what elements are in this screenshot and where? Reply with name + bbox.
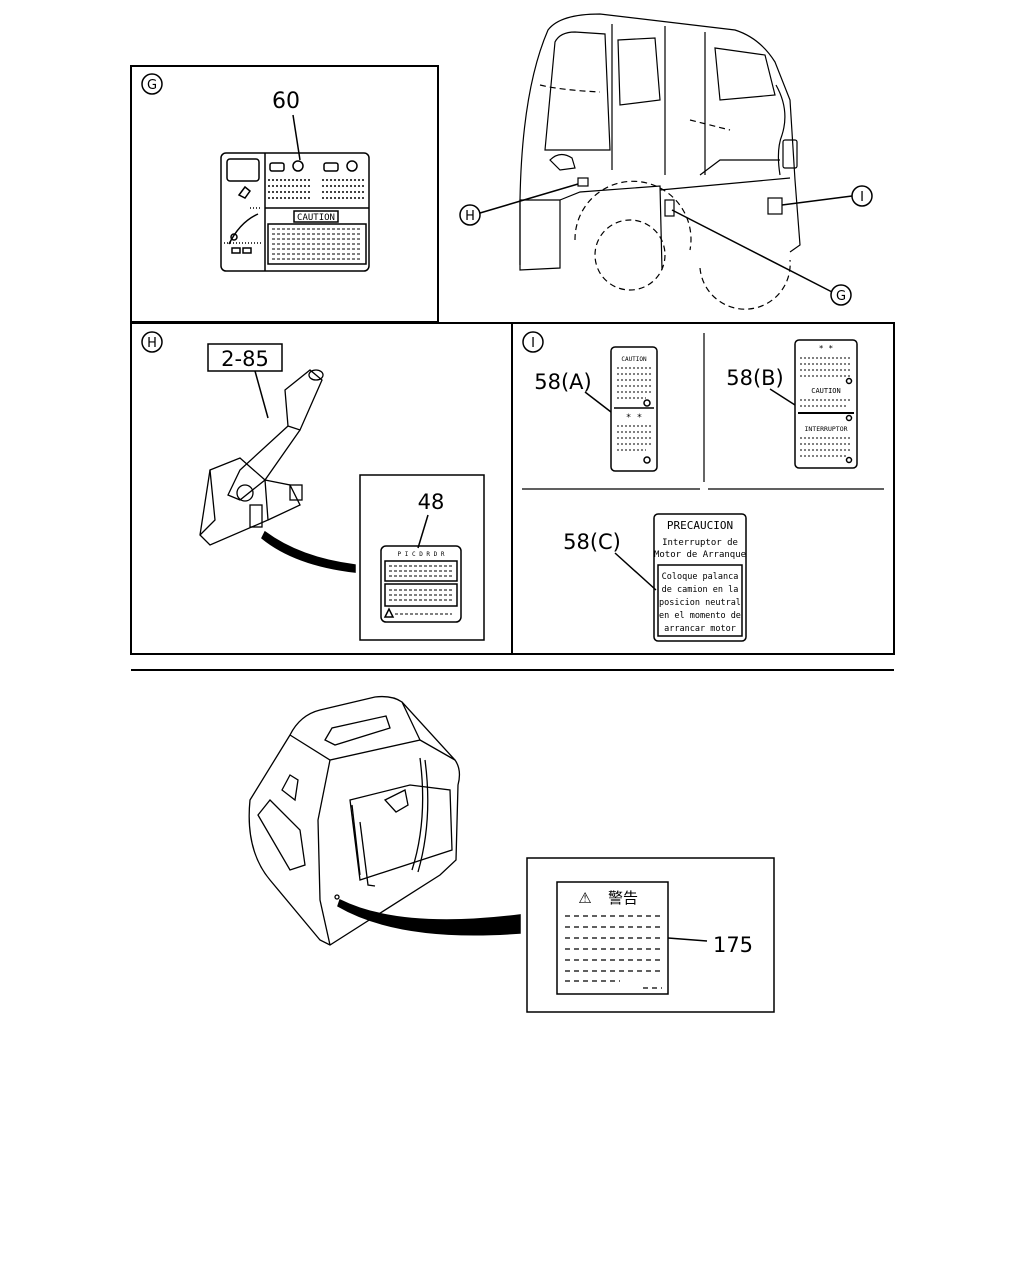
- label-58c-title: PRECAUCION: [667, 519, 733, 532]
- label-58c-body-line: Coloque palanca: [662, 572, 739, 582]
- label-58b-heading2: INTERRUPTOR: [804, 425, 847, 433]
- warning-label-175: ⚠ 警告: [556, 881, 669, 995]
- svg-text:H: H: [147, 336, 157, 351]
- warning-triangle-icon: [383, 607, 395, 618]
- label-48: P I C D R D R: [380, 545, 462, 623]
- pointer-175: [337, 898, 521, 936]
- part-number-48: 48: [418, 490, 445, 514]
- gear-icon: [346, 160, 358, 172]
- part-number-58b: 58(B): [726, 366, 784, 390]
- panel-g-badge: [141, 73, 163, 95]
- label-48-heading: P I C D R D R: [398, 551, 445, 558]
- label-58c-subtitle2: Motor de Arranque: [654, 550, 746, 560]
- panel-h-badge: [141, 331, 163, 353]
- label-58-location: [767, 197, 783, 215]
- label-58c: PRECAUCION Interruptor de Motor de Arran…: [653, 513, 747, 642]
- caution-label-60: CAUTION: [220, 152, 370, 272]
- panel-i-badge: [522, 331, 544, 353]
- label-58c-body-line: de camion en la: [662, 585, 739, 595]
- detail-box-48: [359, 474, 485, 641]
- label-58b-heading: CAUTION: [811, 387, 841, 395]
- svg-text:H: H: [465, 209, 475, 224]
- label-58b-mark: * *: [819, 344, 834, 353]
- ref-box-2-85: [207, 343, 283, 372]
- detail-box-175: [526, 857, 775, 1013]
- callout-g: [830, 284, 852, 306]
- parking-brake-lever: [199, 369, 324, 546]
- gear-icon: [292, 160, 304, 172]
- part-number-175: 175: [713, 933, 753, 957]
- svg-text:G: G: [836, 289, 846, 304]
- label-60-heading: CAUTION: [297, 213, 335, 223]
- svg-text:I: I: [531, 336, 535, 351]
- brake-lever-location: [577, 177, 589, 187]
- panel-i: I 58(A) CAUTION * * 58(B) * *: [511, 322, 895, 655]
- part-number-60: 60: [272, 89, 300, 114]
- callout-i: [851, 185, 873, 207]
- truck-callouts: H I G: [459, 183, 873, 306]
- label-58a-mark: * *: [626, 413, 642, 423]
- panel-g: G 60 CAUTION: [130, 65, 439, 323]
- panel-g-badge-letter: G: [147, 78, 157, 93]
- warning-triangle-icon: ⚠: [578, 889, 591, 907]
- label-58a: CAUTION * *: [610, 346, 658, 472]
- cab-rear-drawing: [248, 695, 461, 946]
- callout-h: [459, 204, 481, 226]
- panel-h: H 2-85 48 P I C D R D R: [130, 322, 513, 655]
- label-58c-body-line: en el momento de: [659, 611, 741, 621]
- label-58b: * * CAUTION INTERRUPTOR: [794, 339, 858, 469]
- label-58a-heading: CAUTION: [621, 356, 647, 363]
- label-58c-subtitle1: Interruptor de: [662, 538, 738, 548]
- label-58c-body-line: posicion neutral: [659, 598, 741, 608]
- truck-cab-drawing: [519, 13, 801, 310]
- part-number-58c: 58(C): [563, 530, 621, 554]
- pointer-48: [261, 530, 356, 573]
- ref-number-2-85: 2-85: [221, 347, 269, 371]
- label-60-location: [664, 199, 675, 217]
- label-175-heading: 警告: [608, 889, 638, 907]
- label-58c-body-line: arrancar motor: [664, 624, 736, 634]
- part-number-58a: 58(A): [534, 370, 591, 394]
- svg-text:I: I: [860, 190, 864, 205]
